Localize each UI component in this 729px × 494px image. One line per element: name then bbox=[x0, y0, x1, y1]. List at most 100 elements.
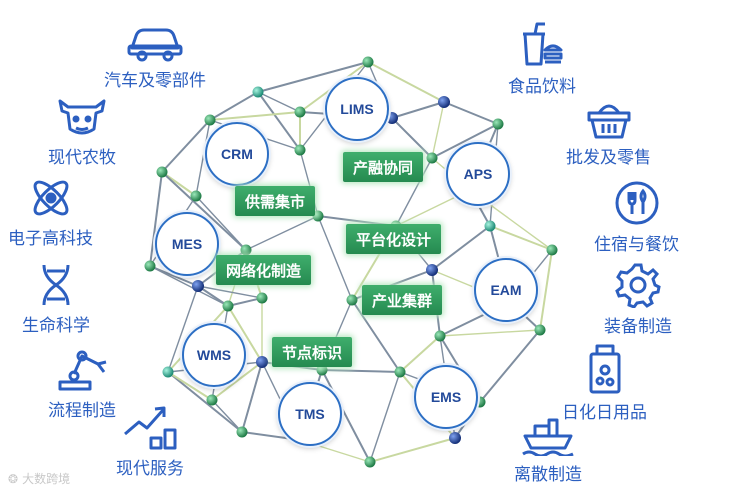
network-edge bbox=[241, 361, 263, 433]
network-edge bbox=[197, 285, 229, 307]
network-edge bbox=[149, 265, 229, 307]
network-node bbox=[386, 112, 398, 124]
network-edge bbox=[431, 123, 499, 159]
network-edge bbox=[367, 61, 445, 103]
watermark-logo-icon: ❂ bbox=[8, 471, 19, 486]
industry-auto-label: 汽车及零部件 bbox=[104, 71, 206, 91]
network-edge bbox=[391, 117, 433, 159]
system-aps: APS bbox=[446, 142, 510, 206]
industry-equipment-label: 装备制造 bbox=[604, 317, 672, 337]
network-edge bbox=[167, 371, 213, 401]
network-edge bbox=[321, 369, 401, 373]
growth-chart-icon bbox=[124, 406, 177, 450]
concept-supply-market: 供需集市 bbox=[235, 186, 316, 216]
industry-service: 现代服务 bbox=[116, 404, 184, 479]
network-edge bbox=[257, 91, 301, 151]
network-edge bbox=[395, 157, 433, 227]
industry-retail: 批发及零售 bbox=[566, 97, 651, 168]
system-wms: WMS bbox=[182, 323, 246, 387]
network-edge bbox=[431, 225, 491, 271]
watermark-text: 大数跨境 bbox=[22, 472, 71, 486]
system-tms: TMS bbox=[278, 382, 342, 446]
network-edge bbox=[479, 329, 541, 403]
network-node bbox=[492, 118, 504, 130]
network-edge bbox=[149, 171, 163, 267]
system-lims: LIMS bbox=[325, 77, 389, 141]
industry-process-label: 流程制造 bbox=[48, 401, 116, 421]
watermark: ❂ 大数跨境 bbox=[8, 470, 70, 487]
bottle-icon bbox=[589, 344, 620, 394]
network-node bbox=[312, 210, 324, 222]
drink-burger-icon bbox=[523, 22, 563, 66]
network-edge bbox=[227, 305, 263, 363]
network-edge bbox=[209, 91, 259, 121]
network-node bbox=[156, 166, 168, 178]
system-eam: EAM bbox=[474, 258, 538, 322]
network-node bbox=[394, 366, 406, 378]
industry-equipment: 装备制造 bbox=[604, 262, 672, 337]
industry-process: 流程制造 bbox=[48, 344, 116, 421]
network-edge bbox=[167, 285, 199, 373]
industry-life-label: 生命科学 bbox=[22, 316, 90, 336]
industry-fmcg: 日化日用品 bbox=[562, 344, 647, 423]
industry-service-label: 现代服务 bbox=[116, 459, 184, 479]
concept-node-id: 节点标识 bbox=[272, 337, 353, 367]
network-node bbox=[252, 86, 264, 98]
network-edge bbox=[257, 61, 369, 93]
system-mes: MES bbox=[155, 212, 219, 276]
atom-icon bbox=[33, 180, 68, 216]
network-edge bbox=[167, 371, 243, 433]
network-node bbox=[192, 280, 204, 292]
industry-farm-label: 现代农牧 bbox=[48, 148, 116, 168]
gear-icon bbox=[615, 263, 661, 308]
network-node bbox=[546, 244, 558, 256]
network-edge bbox=[209, 111, 301, 121]
industry-discrete-label: 离散制造 bbox=[514, 465, 582, 485]
network-node bbox=[364, 456, 376, 468]
network-node bbox=[144, 260, 156, 272]
system-crm: CRM bbox=[205, 122, 269, 186]
dna-icon bbox=[42, 264, 70, 306]
network-edge bbox=[439, 329, 541, 337]
network-node bbox=[316, 364, 328, 376]
industry-discrete: 离散制造 bbox=[514, 412, 582, 485]
robot-arm-icon bbox=[58, 350, 107, 391]
network-node bbox=[222, 300, 234, 312]
network-node bbox=[294, 106, 306, 118]
network-edge bbox=[161, 119, 211, 173]
industry-food-label: 食品饮料 bbox=[508, 77, 576, 97]
industry-hitech: 电子高科技 bbox=[8, 176, 93, 249]
network-edge bbox=[197, 285, 263, 299]
industry-fmcg-label: 日化日用品 bbox=[562, 403, 647, 423]
industry-hitech-label: 电子高科技 bbox=[8, 229, 93, 249]
network-node bbox=[256, 356, 268, 368]
network-node bbox=[256, 292, 268, 304]
industry-food: 食品饮料 bbox=[508, 20, 576, 97]
industry-hotel-label: 住宿与餐饮 bbox=[594, 235, 679, 255]
cow-icon bbox=[58, 99, 106, 135]
concept-finance-synergy: 产融协同 bbox=[343, 152, 424, 182]
network-edge bbox=[227, 297, 263, 307]
network-edge bbox=[369, 437, 456, 463]
network-node bbox=[206, 394, 218, 406]
network-node bbox=[449, 432, 461, 444]
concept-industry-cluster: 产业集群 bbox=[362, 285, 443, 315]
network-node bbox=[162, 366, 174, 378]
network-node bbox=[236, 426, 248, 438]
network-node bbox=[434, 330, 446, 342]
network-edge bbox=[195, 195, 247, 251]
network-edge bbox=[399, 335, 441, 373]
network-edge bbox=[245, 215, 319, 251]
network-edge bbox=[539, 249, 553, 331]
ship-icon bbox=[522, 418, 574, 456]
network-node bbox=[438, 96, 450, 108]
network-node bbox=[240, 244, 252, 256]
industry-auto: 汽车及零部件 bbox=[104, 22, 206, 91]
network-edge bbox=[161, 171, 247, 251]
basket-icon bbox=[587, 104, 630, 139]
industry-farm: 现代农牧 bbox=[48, 95, 116, 168]
network-edge bbox=[489, 225, 553, 251]
industry-retail-label: 批发及零售 bbox=[566, 148, 651, 168]
